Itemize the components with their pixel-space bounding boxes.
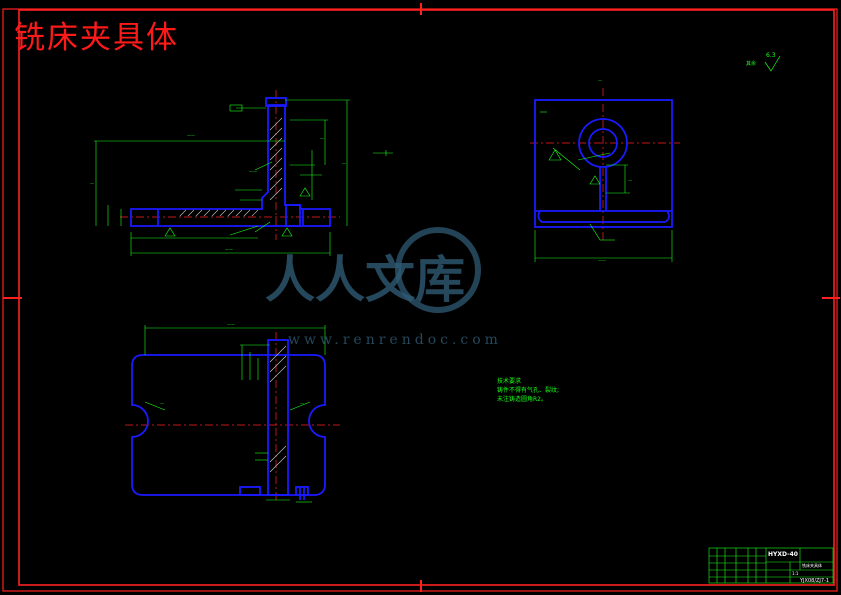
- side-view: — —— —: [530, 78, 680, 263]
- notes-line-1: 铸件不得有气孔、裂纹;: [497, 387, 560, 394]
- technical-requirements: 技术要求 铸件不得有气孔、裂纹; 未注铸造圆角R2。: [497, 377, 559, 404]
- watermark-site: www.renrendoc.com: [288, 332, 502, 348]
- frame-center-marks: [3, 3, 840, 592]
- title-block-scale: 1:1: [792, 571, 799, 576]
- watermark-brand: 人人文库: [265, 251, 465, 309]
- svg-text:——: ——: [227, 322, 235, 327]
- roughness-value: 6.3: [766, 52, 776, 59]
- watermark-logo: 人人文库: [265, 227, 481, 313]
- svg-text:——: ——: [187, 133, 195, 138]
- svg-text:——: ——: [249, 169, 257, 174]
- overlay-title: 铣床夹具体: [14, 20, 179, 56]
- svg-text:——: ——: [225, 247, 233, 252]
- svg-text:—: —: [342, 161, 346, 166]
- title-block-drawing-code: HYXD-40: [768, 551, 798, 558]
- roughness-label: 其余: [746, 61, 757, 67]
- svg-text:—: —: [90, 181, 94, 186]
- roughness-symbol: [764, 55, 781, 72]
- svg-text:—: —: [628, 178, 632, 183]
- svg-text:—: —: [598, 78, 602, 83]
- front-view: —— —— — — — ——: [90, 90, 393, 256]
- svg-text:—: —: [320, 136, 324, 141]
- notes-heading: 技术要求: [497, 378, 522, 385]
- title-block: [708, 547, 834, 584]
- top-view: —— — —: [125, 322, 340, 503]
- title-block-part-name: 铣床夹具体: [802, 563, 822, 568]
- svg-text:——: ——: [598, 258, 606, 263]
- title-block-drawing-no: YJX08/ZJ7-1: [800, 578, 830, 584]
- svg-text:—: —: [160, 401, 164, 406]
- svg-text:—: —: [300, 401, 304, 406]
- notes-line-2: 未注铸造圆角R2。: [497, 396, 547, 403]
